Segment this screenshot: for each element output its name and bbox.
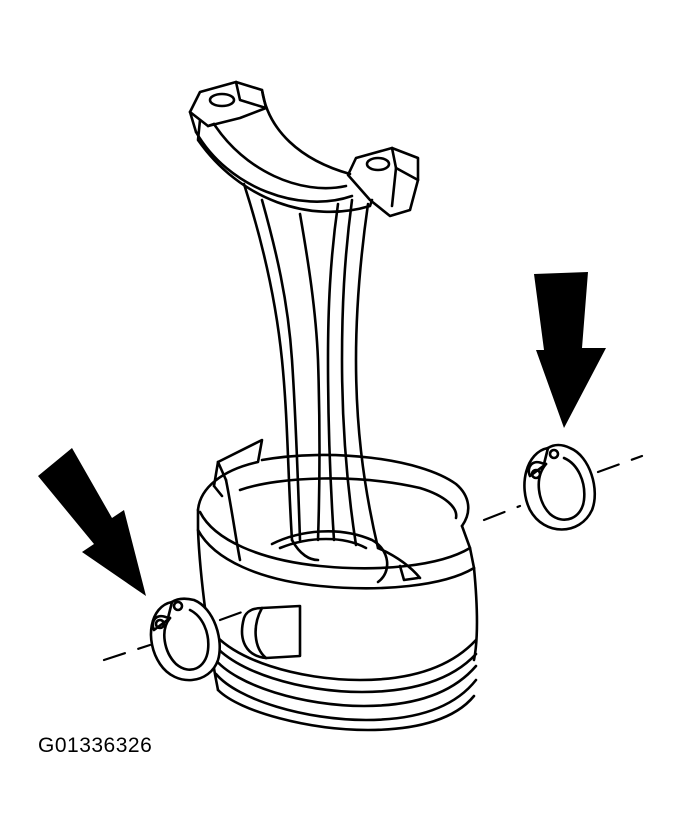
- pin-center-line: [102, 454, 644, 662]
- retaining-ring-left: [149, 597, 221, 682]
- connecting-rod-big-end: [188, 80, 420, 218]
- retaining-ring-right: [523, 443, 597, 531]
- figure-id-label: G01336326: [38, 734, 153, 757]
- arrow-down-right-icon: [38, 448, 146, 596]
- piston: [196, 438, 479, 732]
- arrow-down-icon: [534, 272, 606, 428]
- connecting-rod-shank: [242, 182, 422, 580]
